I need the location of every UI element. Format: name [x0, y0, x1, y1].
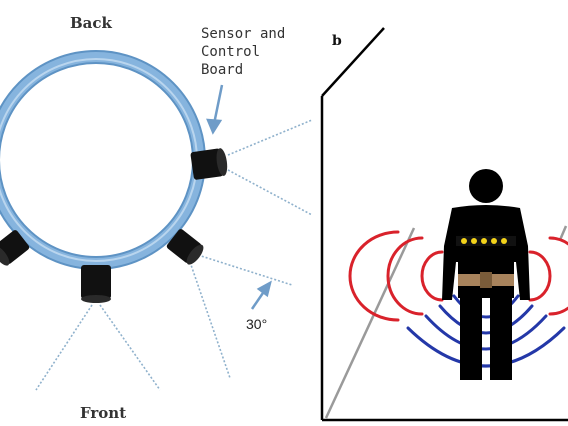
belt-sensor-dot	[481, 238, 487, 244]
beam-right-upper	[227, 119, 313, 156]
sensor-right	[190, 148, 228, 180]
beam-front-right	[99, 304, 161, 391]
belt-sensor-dot	[501, 238, 507, 244]
figure-leg-left	[460, 296, 482, 380]
upper-wave-left-2	[386, 236, 424, 316]
beam-front-left	[35, 304, 93, 391]
beam-lower-right-upper	[197, 254, 293, 286]
sensor-label-line-3: Board	[201, 62, 243, 78]
upper-waves	[348, 230, 568, 322]
chest-belt	[456, 236, 516, 246]
sensor-left	[0, 230, 30, 266]
label-back: Back	[70, 14, 113, 32]
sensor-label-line-1: Sensor and	[201, 26, 285, 42]
lower-waves	[406, 294, 566, 368]
arrows	[206, 84, 272, 310]
waist-belt-buckle	[480, 272, 492, 288]
frame-diagonal	[321, 27, 385, 97]
upper-wave-left-1	[420, 250, 444, 302]
belt-sensor-dot	[461, 238, 467, 244]
panel-b: b	[320, 27, 568, 422]
belt-sensor-dot	[471, 238, 477, 244]
sensor-board-arrowhead	[206, 118, 223, 135]
angle-arrowhead	[256, 280, 272, 298]
guide-lines	[324, 225, 568, 419]
lower-wave-4	[406, 326, 566, 368]
waist-belt	[458, 272, 514, 288]
sensor-lower-right	[166, 229, 204, 265]
panel-b-label: b	[332, 33, 342, 49]
room-frame	[320, 27, 568, 422]
belt-sensor-dot	[491, 238, 497, 244]
guide-right	[558, 225, 568, 241]
upper-wave-right-2	[548, 236, 568, 316]
lower-wave-3	[424, 314, 548, 351]
lower-wave-2	[438, 304, 534, 335]
figure-torso	[442, 205, 530, 300]
sensor-beams	[35, 119, 313, 391]
upper-wave-right-1	[528, 250, 552, 302]
panel-a: Back Front Sensor and Control Board 30°	[0, 14, 313, 422]
sensor-label-line-2: Control	[201, 44, 260, 60]
guide-left	[324, 227, 416, 419]
figure-leg-right	[490, 296, 512, 380]
upper-wave-left-3	[348, 230, 400, 322]
sensor-board-arrow	[212, 84, 224, 125]
chest-belt-sensors	[461, 238, 507, 244]
beam-right-lower	[227, 169, 313, 216]
label-front: Front	[80, 404, 126, 422]
sensor-front	[81, 265, 111, 303]
angle-label: 30°	[246, 316, 267, 332]
beam-lower-right-lower	[189, 261, 231, 379]
person-figure	[442, 169, 530, 380]
figure-head	[469, 169, 503, 203]
